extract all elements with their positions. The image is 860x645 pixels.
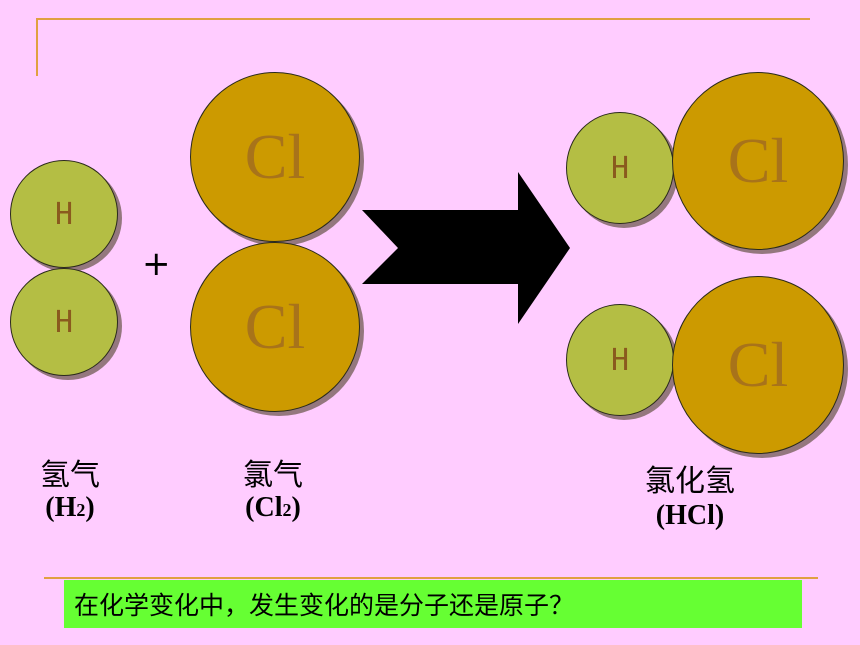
atom-symbol: H <box>54 196 74 232</box>
hydrogen-atom: H <box>10 160 118 268</box>
atom-symbol: Cl <box>244 291 306 362</box>
hydrogen-formula: (H2) <box>30 492 110 524</box>
question-text: 在化学变化中，发生变化的是分子还是原子？ <box>74 591 575 620</box>
formula-end: ) <box>85 492 95 523</box>
chlorine-atom: Cl <box>190 72 360 242</box>
formula-subscript: 2 <box>76 500 86 520</box>
plus-sign: + <box>142 244 171 284</box>
left-rule <box>36 18 38 76</box>
reaction-arrow-icon <box>362 172 570 324</box>
bottom-rule <box>44 577 818 579</box>
formula-base: (Cl <box>245 492 283 523</box>
chlorine-formula: (Cl2) <box>228 492 318 524</box>
formula-end: ) <box>291 492 301 523</box>
hydrogen-atom: H <box>566 112 674 224</box>
atom-symbol: Cl <box>727 125 789 196</box>
atom-symbol: Cl <box>244 121 306 192</box>
formula-base: (H <box>45 492 77 523</box>
product-name: 氯化氢 <box>645 464 735 499</box>
top-rule <box>36 18 810 20</box>
atom-symbol: H <box>610 342 630 378</box>
atom-symbol: H <box>610 150 630 186</box>
chlorine-atom: Cl <box>672 72 844 250</box>
atom-symbol: H <box>54 304 74 340</box>
product-formula: (HCl) <box>655 500 725 531</box>
chlorine-atom: Cl <box>672 276 844 454</box>
atom-symbol: Cl <box>727 329 789 400</box>
hydrogen-name: 氢气 <box>40 458 100 493</box>
question-box: 在化学变化中，发生变化的是分子还是原子？ <box>64 580 802 628</box>
hydrogen-atom: H <box>10 268 118 376</box>
hydrogen-atom: H <box>566 304 674 416</box>
chlorine-atom: Cl <box>190 242 360 412</box>
chlorine-name: 氯气 <box>243 458 303 493</box>
formula-subscript: 2 <box>282 500 292 520</box>
